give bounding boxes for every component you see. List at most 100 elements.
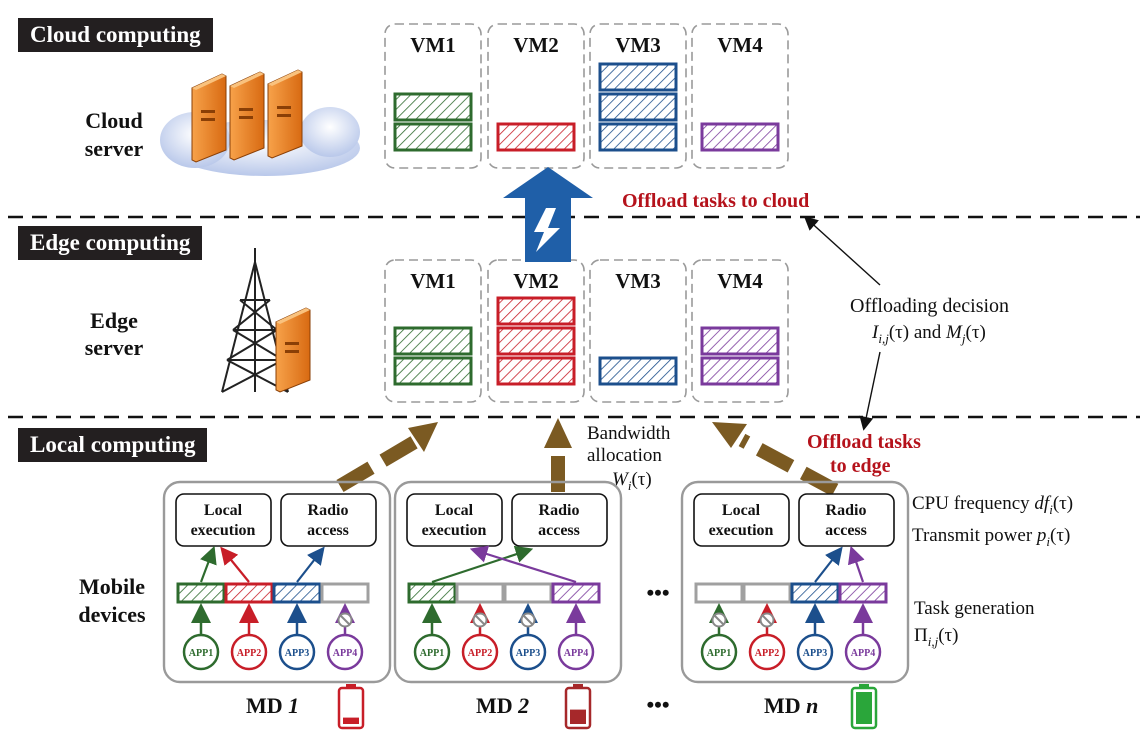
app-label: APP3 bbox=[516, 648, 540, 659]
app-label: APP4 bbox=[333, 648, 357, 659]
md-label-prefix: MD bbox=[764, 693, 806, 718]
queue-to-block-arrow bbox=[469, 545, 577, 584]
cpu-sub: i bbox=[1049, 502, 1053, 517]
queue-to-block-arrow bbox=[220, 546, 250, 583]
radio-access-box bbox=[798, 493, 895, 547]
local-computing-tag: Local computing bbox=[18, 428, 208, 462]
device-ellipsis: ••• bbox=[646, 580, 669, 605]
task-queue-slot-empty bbox=[503, 582, 553, 604]
local-execution-label: execution bbox=[422, 522, 487, 539]
md-label: MD 2 bbox=[476, 693, 529, 718]
task-generation-formula: Πi,j(τ) bbox=[914, 625, 959, 649]
task-queue-slot bbox=[790, 582, 840, 604]
app-circle bbox=[844, 633, 882, 671]
radio-access-label: Radio bbox=[826, 502, 867, 519]
md-label-prefix: MD bbox=[476, 693, 518, 718]
app-label: APP1 bbox=[189, 648, 213, 659]
app-label: APP2 bbox=[237, 648, 261, 659]
bandwidth-label-1: Bandwidth bbox=[587, 423, 671, 444]
app-label: APP2 bbox=[755, 648, 779, 659]
task-queue-slot bbox=[176, 582, 226, 604]
app-circle bbox=[748, 633, 786, 671]
battery-level bbox=[570, 709, 586, 724]
power-tail: (τ) bbox=[1050, 525, 1070, 546]
edge-vm-task-block bbox=[393, 326, 473, 356]
bandwidth-formula: Wi(τ) bbox=[612, 469, 652, 493]
task-queue-slot-empty bbox=[455, 582, 505, 604]
local-execution-box bbox=[175, 493, 272, 547]
edge-vm-task-block bbox=[496, 326, 576, 356]
app-label: APP1 bbox=[420, 648, 444, 659]
edge-vm-box bbox=[384, 259, 482, 403]
decision-m: M bbox=[945, 322, 963, 343]
local-execution-box bbox=[693, 493, 790, 547]
app-circle bbox=[182, 633, 220, 671]
edge-vm-label: VM1 bbox=[410, 269, 456, 293]
decision-label: Offloading decision bbox=[850, 295, 1009, 317]
power-sub: i bbox=[1046, 534, 1050, 549]
task-queue-slot bbox=[224, 582, 274, 604]
radio-access-label: access bbox=[538, 522, 580, 539]
decision-mid: (τ) and bbox=[889, 322, 946, 343]
cloud-vm-task-block bbox=[496, 122, 576, 152]
edge-vm-label: VM4 bbox=[717, 269, 763, 293]
offload-edge-label-1: Offload tasks bbox=[807, 431, 921, 453]
local-execution-label: execution bbox=[191, 522, 256, 539]
edge-vm-label: VM2 bbox=[513, 269, 559, 293]
mobile-devices-label-2: devices bbox=[78, 602, 146, 627]
edge-vm-label: VM3 bbox=[615, 269, 661, 293]
local-execution-label: Local bbox=[435, 502, 474, 519]
pi-sub: i,j bbox=[928, 634, 939, 649]
app-label: APP2 bbox=[468, 648, 492, 659]
app-circle bbox=[278, 633, 316, 671]
radio-access-label: Radio bbox=[308, 502, 349, 519]
cpu-symbol: df bbox=[1034, 493, 1052, 514]
cloud-vm-task-block bbox=[598, 122, 678, 152]
cloud-vm-label: VM3 bbox=[615, 33, 661, 57]
app-label: APP4 bbox=[564, 648, 588, 659]
cloud-vm-box bbox=[691, 23, 789, 169]
cloud-vm-label: VM4 bbox=[717, 33, 763, 57]
app-circle bbox=[461, 633, 499, 671]
pi-tail: (τ) bbox=[938, 625, 958, 646]
cloud-server-label-1: Cloud bbox=[85, 108, 142, 133]
cloud-computing-tag: Cloud computing bbox=[18, 18, 213, 52]
queue-to-block-arrow bbox=[814, 546, 843, 583]
edge-server-label-2: server bbox=[85, 335, 144, 360]
task-queue-slot bbox=[551, 582, 601, 604]
device-container bbox=[393, 480, 623, 684]
radio-access-label: access bbox=[307, 522, 349, 539]
queue-to-block-arrow bbox=[296, 546, 325, 583]
cloud-vm-box bbox=[487, 23, 585, 169]
queue-to-block-arrow bbox=[199, 545, 217, 583]
edge-server-label-1: Edge bbox=[90, 308, 138, 333]
task-generation-label: Task generation bbox=[914, 598, 1035, 619]
task-queue-slot-empty bbox=[742, 582, 792, 604]
cloud-vm-task-block bbox=[598, 92, 678, 122]
local-execution-label: execution bbox=[709, 522, 774, 539]
cloud-vm-label: VM1 bbox=[410, 33, 456, 57]
offload-cloud-arrow bbox=[503, 167, 593, 262]
md-label-prefix: MD bbox=[246, 693, 288, 718]
decision-arrow-down bbox=[859, 351, 881, 431]
cloud-vm-box bbox=[384, 23, 482, 169]
edge-vm-task-block bbox=[496, 296, 576, 326]
md-label: MD 1 bbox=[246, 693, 299, 718]
bandwidth-w: W bbox=[612, 469, 630, 490]
battery-icon-terminal bbox=[346, 684, 356, 689]
bandwidth-tail: (τ) bbox=[631, 469, 651, 490]
power-symbol: p bbox=[1035, 525, 1047, 546]
battery-icon-terminal bbox=[573, 684, 583, 689]
queue-to-block-arrow bbox=[431, 545, 534, 584]
cloud-vm-box bbox=[589, 23, 687, 169]
cloud-vm-task-block bbox=[393, 92, 473, 122]
edge-vm-box bbox=[487, 259, 585, 403]
cpu-frequency-label: CPU frequency dfi(τ) bbox=[912, 493, 1073, 517]
edge-vm-task-block bbox=[700, 326, 780, 356]
blocked-icon-slash bbox=[474, 614, 486, 626]
offload-edge-label-2: to edge bbox=[830, 455, 891, 477]
radio-access-box bbox=[511, 493, 608, 547]
queue-to-block-arrow bbox=[847, 545, 865, 583]
radio-access-label: access bbox=[825, 522, 867, 539]
